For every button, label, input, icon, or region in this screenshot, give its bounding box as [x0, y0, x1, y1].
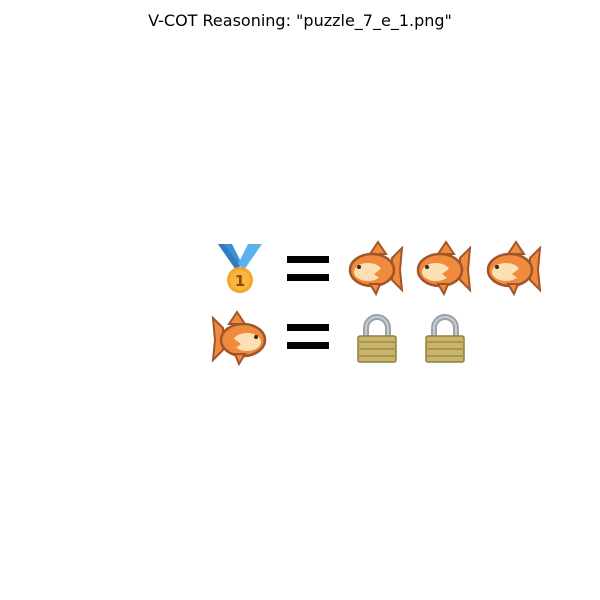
equals-icon	[283, 242, 339, 298]
fish-icon	[211, 310, 267, 366]
equals-icon	[283, 310, 339, 366]
lock-icon	[417, 310, 473, 366]
fish-icon	[348, 240, 404, 296]
fish-icon	[416, 240, 472, 296]
medal-icon: 1	[212, 240, 268, 296]
fish-icon	[486, 240, 542, 296]
page-title: V-COT Reasoning: "puzzle_7_e_1.png"	[148, 11, 452, 30]
lock-icon	[349, 310, 405, 366]
svg-text:1: 1	[235, 272, 245, 290]
